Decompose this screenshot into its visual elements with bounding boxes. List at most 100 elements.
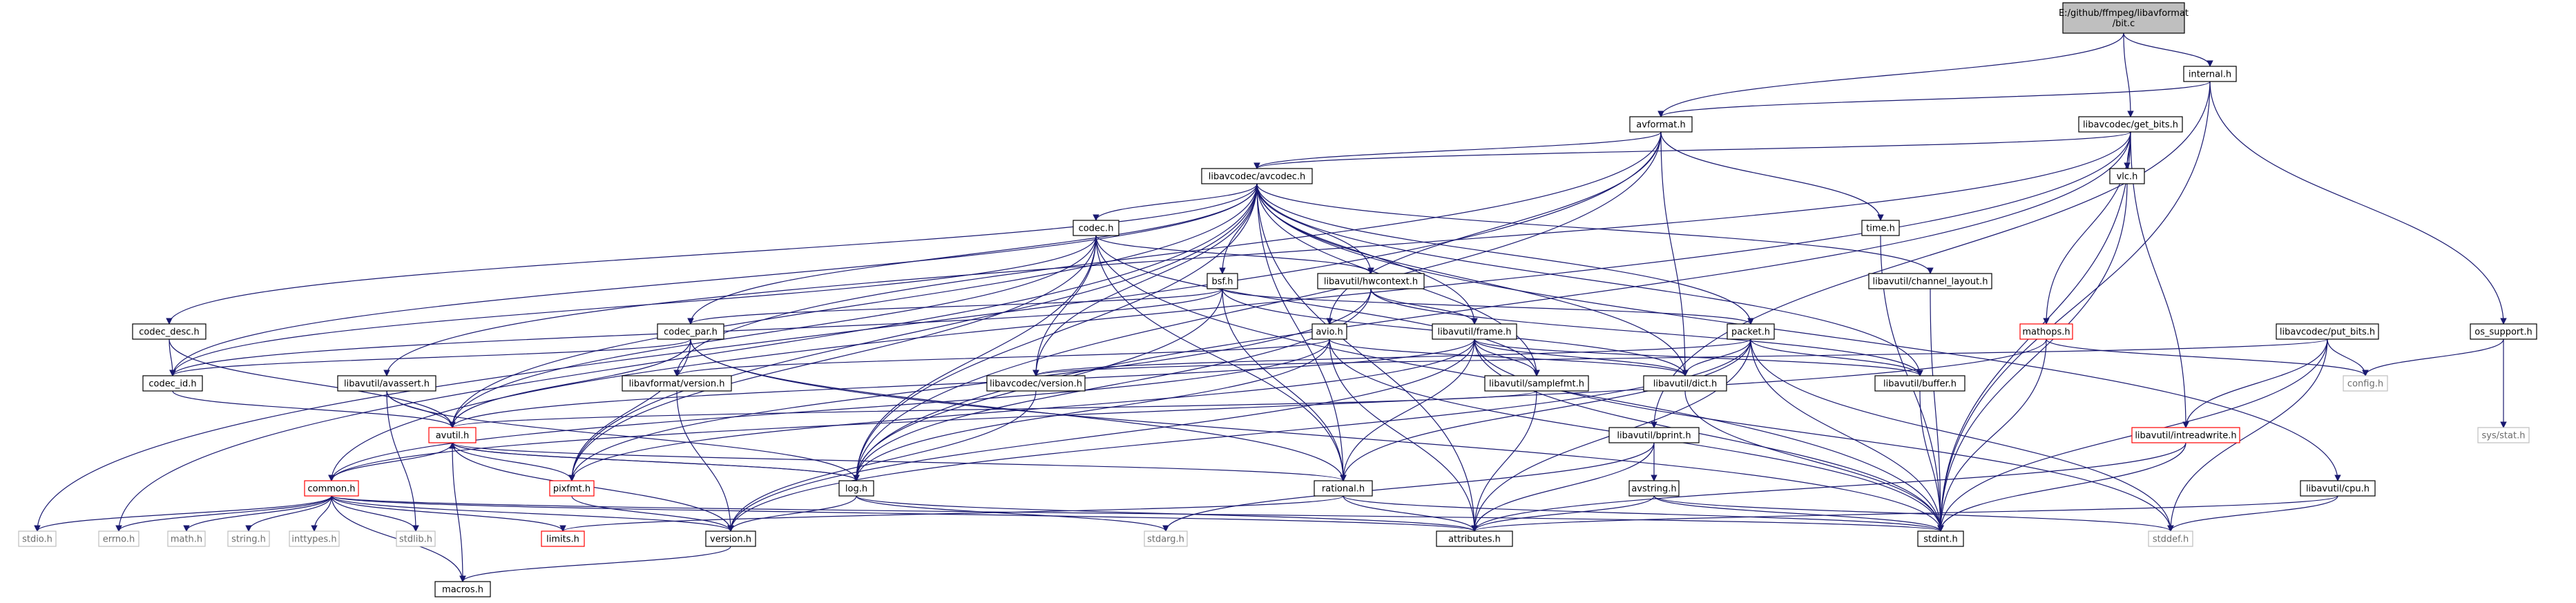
edge-packet_h-to-stdint_h (1750, 338, 1944, 532)
node-box (2343, 375, 2388, 392)
node-label-line: time.h (1866, 224, 1895, 234)
node-label-line: libavutil/bprint.h (1617, 431, 1691, 441)
node-vlc-h[interactable]: vlc.h (2109, 168, 2145, 184)
node-avassert-h[interactable]: libavutil/avassert.h (337, 375, 436, 392)
node-label: avformat.h (1636, 120, 1685, 131)
node-common-h[interactable]: common.h (304, 480, 359, 497)
edge-avcodec_h-to-hwcontext_h (1256, 183, 1374, 274)
node-label: config.h (2347, 379, 2383, 390)
node-bprint-h[interactable]: libavutil/bprint.h (1608, 427, 1700, 443)
node-label-line: os_support.h (2474, 327, 2532, 338)
edge-avio_h-to-attributes_h (1329, 338, 1478, 532)
edge-get_bits_h-to-intreadwrite_h (2130, 131, 2189, 428)
node-hwcontext-h[interactable]: libavutil/hwcontext.h (1317, 273, 1425, 289)
node-mathops-h[interactable]: mathops.h (2019, 323, 2073, 340)
node-label: vlc.h (2117, 172, 2138, 182)
node-cpu-h[interactable]: libavutil/cpu.h (2300, 480, 2376, 497)
edge-codec_desc_h-to-avutil_h (169, 338, 456, 428)
node-box (2019, 323, 2073, 340)
node-dict-h[interactable]: libavutil/dict.h (1643, 375, 1727, 392)
node-codec-id-h[interactable]: codec_id.h (142, 375, 203, 392)
node-stddef-h: stddef.h (2148, 530, 2193, 547)
node-box (1868, 273, 1992, 289)
node-label: E:/github/ffmpeg/libavformat/bit.c (2059, 8, 2189, 29)
node-frame-h[interactable]: libavutil/frame.h (1432, 323, 1517, 340)
node-label-line: pixfmt.h (553, 484, 590, 495)
node-label: rational.h (1322, 484, 1365, 495)
node-box (304, 480, 359, 497)
node-box (657, 323, 724, 340)
node-attributes-h[interactable]: attributes.h (1436, 530, 1513, 547)
node-internal-h[interactable]: internal.h (2183, 66, 2237, 82)
node-box (1311, 323, 1347, 340)
node-put-bits-h[interactable]: libavcodec/put_bits.h (2276, 323, 2379, 340)
node-label: stdio.h (22, 535, 52, 545)
edge-avcodec_h-to-codec_desc_h (166, 183, 1258, 325)
edge-internal_h-to-stdint_h (1937, 81, 2211, 532)
node-macros-h[interactable]: macros.h (434, 581, 491, 597)
edge-codec_id_h-to-avutil_h (172, 390, 456, 428)
node-label: libavcodec/version.h (990, 379, 1082, 390)
node-box (396, 530, 436, 547)
node-os-support-h[interactable]: os_support.h (2470, 323, 2537, 340)
edge-avformat_h-to-avcodec_h (1253, 131, 1662, 169)
edge-common_h-to-version_h (331, 495, 734, 532)
edge-buffer_h-to-stdint_h (1919, 390, 1944, 532)
node-pixfmt-h[interactable]: pixfmt.h (549, 480, 595, 497)
node-label-line: /bit.c (2113, 19, 2135, 29)
edge-avcodec_h-to-codec_par_h (687, 183, 1258, 325)
node-time-h[interactable]: time.h (1861, 220, 1900, 236)
edge-avf_version_h-to-version_h (676, 390, 734, 532)
node-get-bits-h[interactable]: libavcodec/get_bits.h (2078, 116, 2183, 133)
node-box (549, 480, 595, 497)
node-label-line: inttypes.h (291, 535, 336, 545)
node-version-h[interactable]: version.h (705, 530, 756, 547)
node-rational-h[interactable]: rational.h (1314, 480, 1373, 497)
node-limits-h[interactable]: limits.h (541, 530, 585, 547)
node-packet-h[interactable]: packet.h (1727, 323, 1775, 340)
node-avio-h[interactable]: avio.h (1311, 323, 1347, 340)
edge-bsf_h-to-packet_h (1222, 288, 1754, 325)
edge-intreadwrite_h-to-attributes_h (1471, 442, 2186, 532)
edge-vlc_h-to-stdint_h (1937, 183, 2128, 532)
node-box (1432, 323, 1517, 340)
node-root[interactable]: E:/github/ffmpeg/libavformat/bit.c (2059, 2, 2189, 34)
node-box (705, 530, 756, 547)
node-label: macros.h (442, 585, 483, 595)
edge-packet_h-to-avc_version_h (1032, 338, 1751, 376)
node-intreadwrite-h[interactable]: libavutil/intreadwrite.h (2131, 427, 2240, 443)
edge-bprint_h-to-attributes_h (1471, 442, 1655, 532)
node-label: version.h (710, 535, 751, 545)
node-stdint-h[interactable]: stdint.h (1917, 530, 1964, 547)
node-box (1643, 375, 1727, 392)
node-avformat-h[interactable]: avformat.h (1629, 116, 1693, 133)
node-box (1436, 530, 1513, 547)
node-box (227, 530, 270, 547)
node-samplefmt-h[interactable]: libavutil/samplefmt.h (1484, 375, 1589, 392)
node-avf-version-h[interactable]: libavformat/version.h (622, 375, 732, 392)
edge-common_h-to-stdio_h (34, 495, 332, 532)
node-channel-layout-h[interactable]: libavutil/channel_layout.h (1868, 273, 1992, 289)
node-box (142, 375, 203, 392)
node-avc-version-h[interactable]: libavcodec/version.h (986, 375, 1086, 392)
node-avcodec-h[interactable]: libavcodec/avcodec.h (1201, 168, 1313, 184)
node-codec-h[interactable]: codec.h (1073, 220, 1119, 236)
edge-codec_h-to-samplefmt_h (1095, 235, 1540, 376)
node-label: string.h (231, 535, 266, 545)
node-box (289, 530, 340, 547)
node-label: os_support.h (2474, 327, 2532, 338)
node-buffer-h[interactable]: libavutil/buffer.h (1874, 375, 1965, 392)
edge-codec_par_h-to-avutil_h (449, 338, 691, 428)
node-label-line: attributes.h (1448, 535, 1501, 545)
node-codec-par-h[interactable]: codec_par.h (657, 323, 724, 340)
node-avutil-h[interactable]: avutil.h (428, 427, 477, 443)
edge-avio_h-to-avf_version_h (673, 338, 1330, 376)
node-bsf-h[interactable]: bsf.h (1207, 273, 1238, 289)
node-log-h[interactable]: log.h (838, 480, 874, 497)
node-box (2276, 323, 2379, 340)
node-label: codec.h (1079, 224, 1114, 234)
node-avstring-h[interactable]: avstring.h (1628, 480, 1680, 497)
node-label-line: codec.h (1079, 224, 1114, 234)
edge-bsf_h-to-codec_par_h (687, 288, 1223, 325)
node-codec-desc-h[interactable]: codec_desc.h (132, 323, 206, 340)
